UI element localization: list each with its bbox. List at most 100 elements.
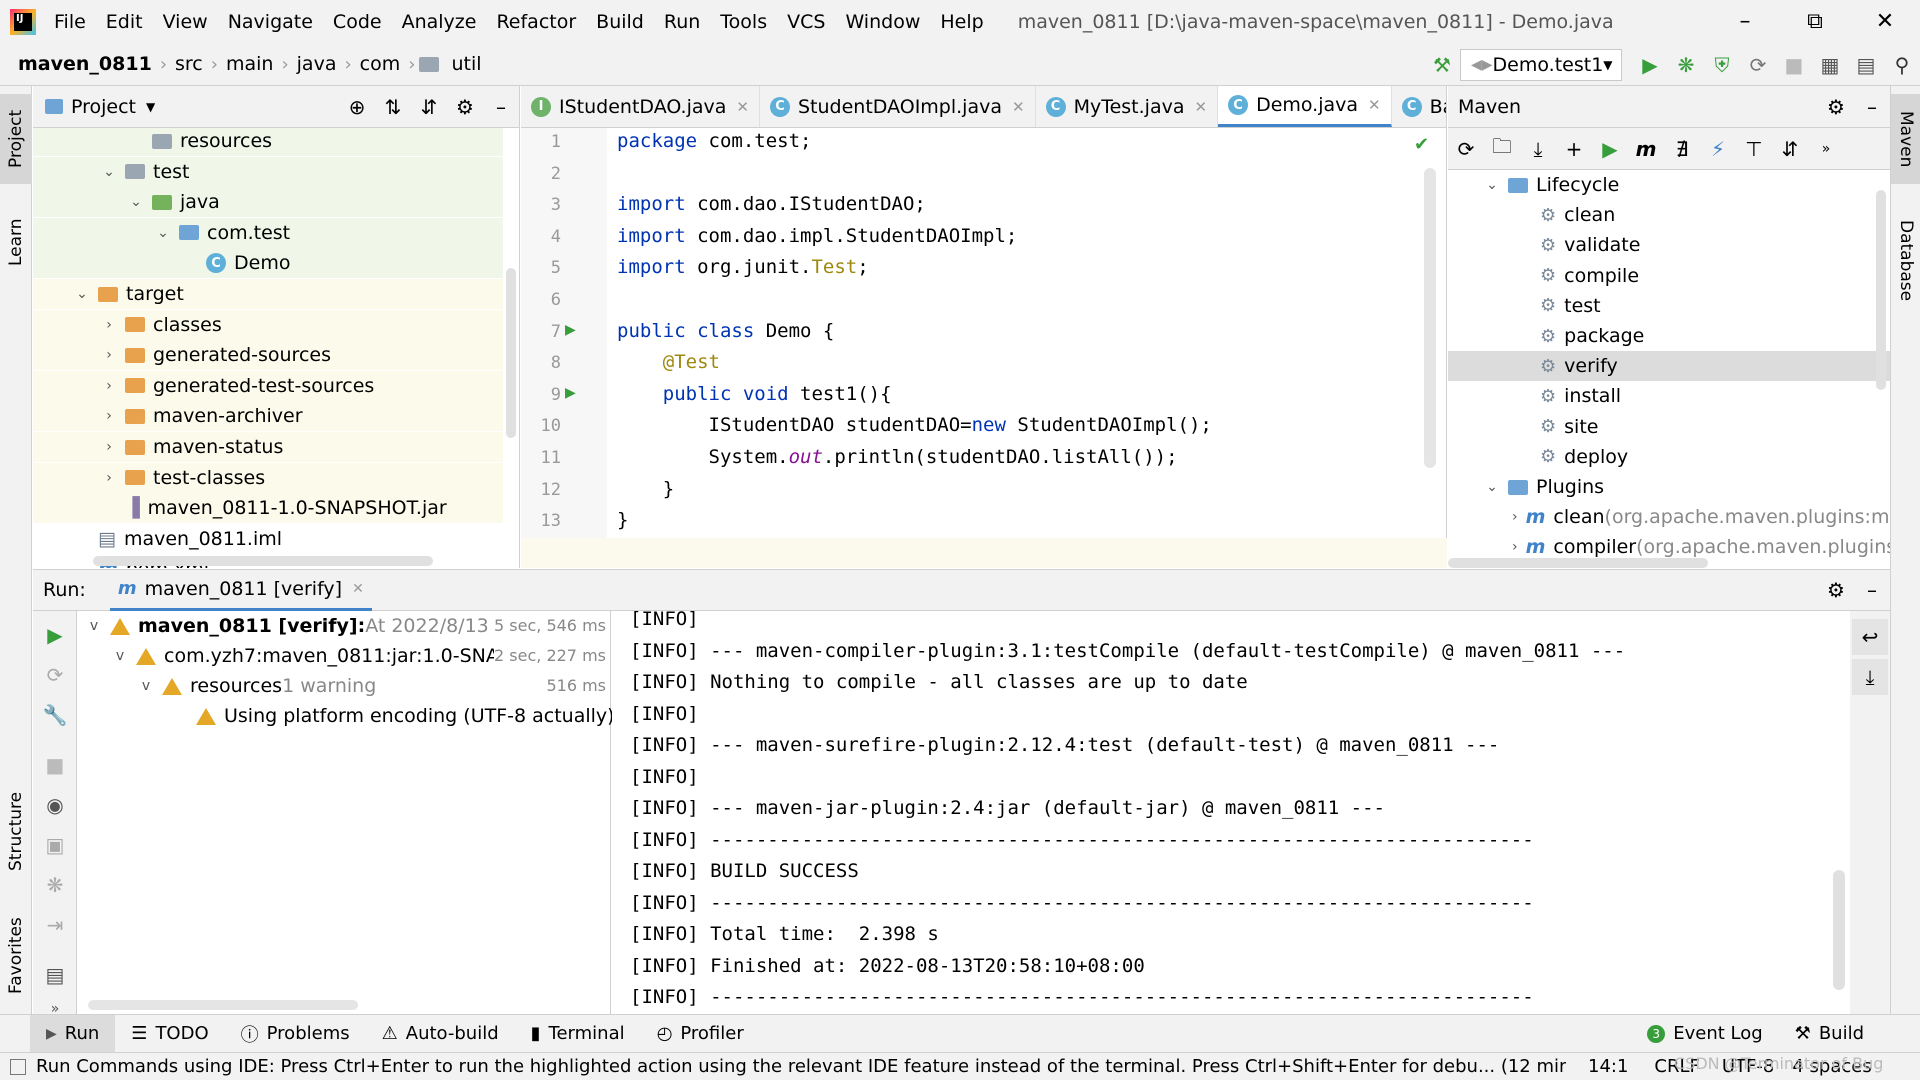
status-indent[interactable]: 4 spaces (1792, 1056, 1872, 1077)
chevron-right-icon[interactable]: › (106, 469, 112, 486)
console-scrollbar[interactable] (1833, 870, 1845, 990)
build-hammer-icon[interactable]: ⚒ (1433, 52, 1451, 77)
reload-icon[interactable]: ⟳ (1457, 136, 1475, 161)
project-tree-node[interactable]: ›maven-archiver (33, 401, 503, 432)
maven-tree-node[interactable]: ⚙test (1448, 291, 1890, 321)
chevron-down-icon[interactable]: ⌄ (1486, 177, 1498, 193)
close-icon[interactable]: ✕ (1368, 96, 1381, 114)
tab-studentdaoimpl[interactable]: C StudentDAOImpl.java ✕ (760, 86, 1036, 127)
add-folder-icon[interactable]: 🗀 (1492, 133, 1512, 158)
coverage-icon[interactable]: ⛨ (1714, 52, 1730, 77)
menu-run[interactable]: Run (663, 10, 701, 33)
project-tree-node[interactable]: ›generated-sources (33, 340, 503, 371)
chevron-down-icon[interactable]: ▼ (146, 99, 156, 114)
project-panel-title[interactable]: Project (71, 95, 137, 118)
profile-icon[interactable]: ⟳ (1749, 52, 1767, 77)
gear-icon[interactable]: ⚙ (1827, 578, 1845, 602)
maven-tree-node[interactable]: ⚙deploy (1448, 442, 1890, 472)
project-tree-node[interactable]: ›test-classes (33, 462, 503, 493)
run-tree-root[interactable]: v maven_0811 [verify]: At 2022/8/13 20:5… (86, 611, 550, 641)
bottom-tab-build[interactable]: ⚒ Build (1779, 1023, 1880, 1044)
menu-analyze[interactable]: Analyze (401, 10, 477, 33)
close-icon[interactable]: ✕ (736, 97, 749, 116)
hide-icon[interactable]: – (1867, 94, 1877, 119)
project-scrollbar-horizontal[interactable] (93, 556, 433, 566)
more-icon[interactable]: » (50, 1001, 60, 1017)
tool-tab-learn[interactable]: Learn (6, 218, 26, 266)
menu-file[interactable]: File (54, 10, 86, 33)
camera-icon[interactable]: ▣ (45, 833, 65, 857)
status-toggle-icon[interactable] (10, 1058, 26, 1075)
bottom-tab-terminal[interactable]: ▮ Terminal (515, 1023, 641, 1044)
editor-scrollbar[interactable] (1424, 168, 1436, 468)
collapse-icon[interactable]: ⇵ (1781, 136, 1799, 161)
project-tree-node[interactable]: ▤maven_0811.iml (33, 523, 503, 554)
chevron-right-icon[interactable]: › (106, 347, 112, 364)
bottom-tab-profiler[interactable]: ◴ Profiler (641, 1023, 760, 1044)
debug-icon[interactable]: ❋ (1677, 52, 1695, 77)
restore-icon[interactable]: ⧉ (1807, 9, 1823, 34)
tool-tab-database[interactable]: Database (1896, 220, 1916, 302)
download-icon[interactable]: ⤓ (1533, 136, 1543, 161)
rerun-icon[interactable]: ▶ (47, 623, 63, 647)
show-dependencies-icon[interactable]: ⊤ (1745, 136, 1763, 161)
menu-tools[interactable]: Tools (720, 10, 768, 33)
tab-demo[interactable]: C Demo.java ✕ (1218, 86, 1392, 127)
tool-tab-maven[interactable]: Maven (1891, 94, 1920, 184)
collapse-all-icon[interactable]: ⇵ (420, 94, 438, 119)
login-icon[interactable]: ⇥ (46, 913, 64, 937)
maven-goal-icon[interactable]: m (1635, 136, 1657, 161)
eye-icon[interactable]: ◉ (46, 793, 64, 817)
stop-icon[interactable]: ■ (45, 753, 65, 777)
run-icon[interactable]: ▶ (1602, 136, 1618, 161)
close-icon[interactable]: ✕ (1875, 9, 1895, 34)
chevron-down-icon[interactable]: ⌄ (1486, 479, 1498, 495)
wrench-icon[interactable]: 🔧 (42, 703, 68, 727)
bottom-tab-event-log[interactable]: 3 Event Log (1631, 1023, 1778, 1044)
gear-icon[interactable]: ⚙ (1827, 94, 1845, 119)
status-encoding[interactable]: UTF-8 (1721, 1056, 1775, 1077)
bottom-tab-autobuild[interactable]: ⚠ Auto-build (366, 1023, 515, 1044)
status-line-separator[interactable]: CRLF (1654, 1056, 1700, 1077)
run-tab[interactable]: m maven_0811 [verify] ✕ (109, 569, 372, 611)
run-gutter-icon[interactable]: ▶ (565, 384, 576, 401)
project-tree-node[interactable]: ⌄target (33, 279, 503, 309)
project-tree-node[interactable]: ›maven-status (33, 432, 503, 462)
chevron-down-icon[interactable]: v (89, 618, 99, 634)
tool-tab-structure[interactable]: Structure (6, 791, 26, 871)
menu-vcs[interactable]: VCS (787, 10, 826, 33)
breadcrumb-project[interactable]: maven_0811 (18, 53, 152, 75)
maven-tree-node[interactable]: ⌄Plugins (1448, 472, 1890, 502)
close-icon[interactable]: ✕ (1194, 97, 1208, 116)
menu-edit[interactable]: Edit (105, 10, 143, 33)
tab-bas[interactable]: C Bas (1392, 86, 1446, 127)
breadcrumb-java[interactable]: java (296, 53, 337, 75)
tool-tab-favorites[interactable]: Favorites (6, 917, 26, 995)
maven-tree-node[interactable]: ⚙clean (1448, 200, 1890, 230)
run-gutter-icon[interactable]: ▶ (565, 321, 576, 338)
menu-view[interactable]: View (162, 10, 208, 33)
menu-navigate[interactable]: Navigate (227, 10, 313, 33)
project-tree-node[interactable]: ▐maven_0811-1.0-SNAPSHOT.jar (33, 493, 503, 524)
breadcrumb-com[interactable]: com (359, 53, 401, 75)
maven-scrollbar[interactable] (1876, 190, 1886, 390)
maven-tree-node[interactable]: ⚙package (1448, 321, 1890, 351)
project-tree-node[interactable]: ⌄test (33, 156, 503, 187)
layout-icon[interactable]: ▤ (45, 963, 65, 987)
maven-tree-node[interactable]: ⚙site (1448, 412, 1890, 442)
run-tree-warning[interactable]: Using platform encoding (UTF-8 actually)… (196, 701, 656, 731)
menu-refactor[interactable]: Refactor (496, 10, 577, 33)
close-icon[interactable]: ✕ (352, 580, 364, 597)
maven-tree-node[interactable]: ⚙validate (1448, 230, 1890, 260)
bottom-tab-todo[interactable]: ☰ TODO (115, 1023, 224, 1044)
chevron-right-icon[interactable]: › (1512, 539, 1518, 556)
locate-icon[interactable]: ⊕ (348, 94, 366, 119)
gear-icon[interactable]: ⚙ (456, 94, 474, 119)
chevron-down-icon[interactable]: ⌄ (130, 194, 142, 211)
menu-build[interactable]: Build (596, 10, 644, 33)
menu-code[interactable]: Code (332, 10, 382, 33)
chevron-down-icon[interactable]: ⌄ (157, 224, 169, 241)
